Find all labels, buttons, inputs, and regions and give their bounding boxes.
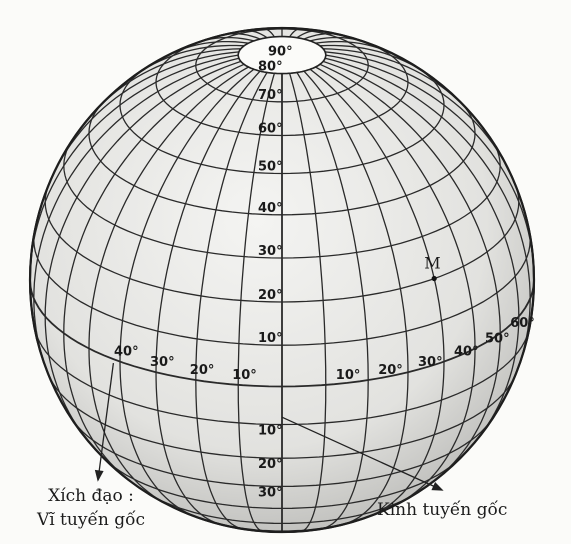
point-m-marker	[432, 276, 437, 281]
latitude-label: 40°	[258, 201, 283, 216]
longitude-label: 50°	[485, 332, 510, 347]
latitude-label: 10°	[258, 331, 283, 346]
longitude-label: 10°	[336, 368, 361, 383]
prime-meridian-caption: Kinh tuyến gốc	[377, 498, 507, 522]
longitude-label: 30°	[418, 355, 443, 370]
latitude-label: 20°	[258, 457, 283, 472]
longitude-label: 30°	[150, 355, 175, 370]
longitude-label: 60°	[510, 316, 535, 331]
point-m-label: M	[424, 254, 440, 273]
latitude-label: 50°	[258, 160, 283, 175]
latitude-label: 20°	[258, 288, 283, 303]
latitude-label: 30°	[258, 485, 283, 500]
prime-meridian-pointer-head	[432, 483, 442, 490]
equator-caption-line1: Xích đạo :	[6, 484, 176, 508]
longitude-label: 20°	[378, 363, 403, 378]
equator-caption: Xích đạo : Vĩ tuyến gốc	[6, 484, 176, 532]
latitude-label: 30°	[258, 244, 283, 259]
longitude-label: 40°	[114, 345, 139, 360]
latitude-label: 80°	[258, 60, 283, 75]
longitude-label: 20°	[190, 363, 215, 378]
latitude-label: 60°	[258, 122, 283, 137]
equator-pointer-head	[96, 471, 103, 480]
latitude-label: 10°	[258, 424, 283, 439]
pole-label: 90°	[268, 45, 293, 60]
equator-caption-line2: Vĩ tuyến gốc	[6, 508, 176, 532]
latitude-label: 70°	[258, 88, 283, 103]
longitude-label: 40°	[454, 345, 479, 360]
longitude-label: 10°	[232, 368, 257, 383]
